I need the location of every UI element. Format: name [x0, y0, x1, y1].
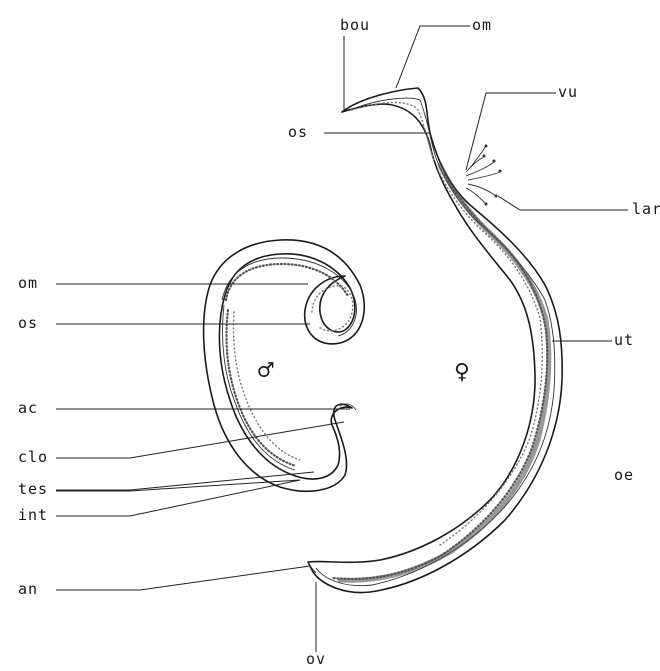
label-om-male: om	[18, 274, 38, 292]
male-testis	[226, 264, 348, 300]
label-bou: bou	[340, 16, 370, 34]
male-testis-2	[227, 310, 297, 466]
leader-lines	[56, 26, 628, 652]
label-oe: oe	[614, 466, 634, 484]
label-ov: ov	[306, 650, 326, 666]
female-oesophagus	[352, 103, 434, 161]
male-intestine	[234, 312, 300, 460]
larvae-cluster	[466, 145, 502, 206]
female-uterus-texture	[332, 175, 547, 579]
female-inner-line	[316, 98, 555, 586]
label-ac: ac	[18, 399, 38, 417]
label-tes: tes	[18, 480, 48, 498]
label-clo: clo	[18, 448, 48, 466]
label-os-female: os	[288, 123, 308, 141]
label-vu: vu	[558, 83, 578, 101]
label-os-male: os	[18, 314, 38, 332]
label-an: an	[18, 580, 38, 598]
female-symbol: ♀	[454, 357, 470, 387]
male-worm	[204, 240, 365, 491]
female-uterus	[340, 165, 549, 580]
label-lar: lar	[632, 200, 660, 218]
label-int-visible: int	[18, 506, 48, 524]
male-oesophagus-coil	[312, 286, 353, 331]
male-symbol: ♂	[258, 356, 274, 386]
label-ut: ut	[614, 331, 634, 349]
label-om-female: om	[472, 16, 492, 34]
